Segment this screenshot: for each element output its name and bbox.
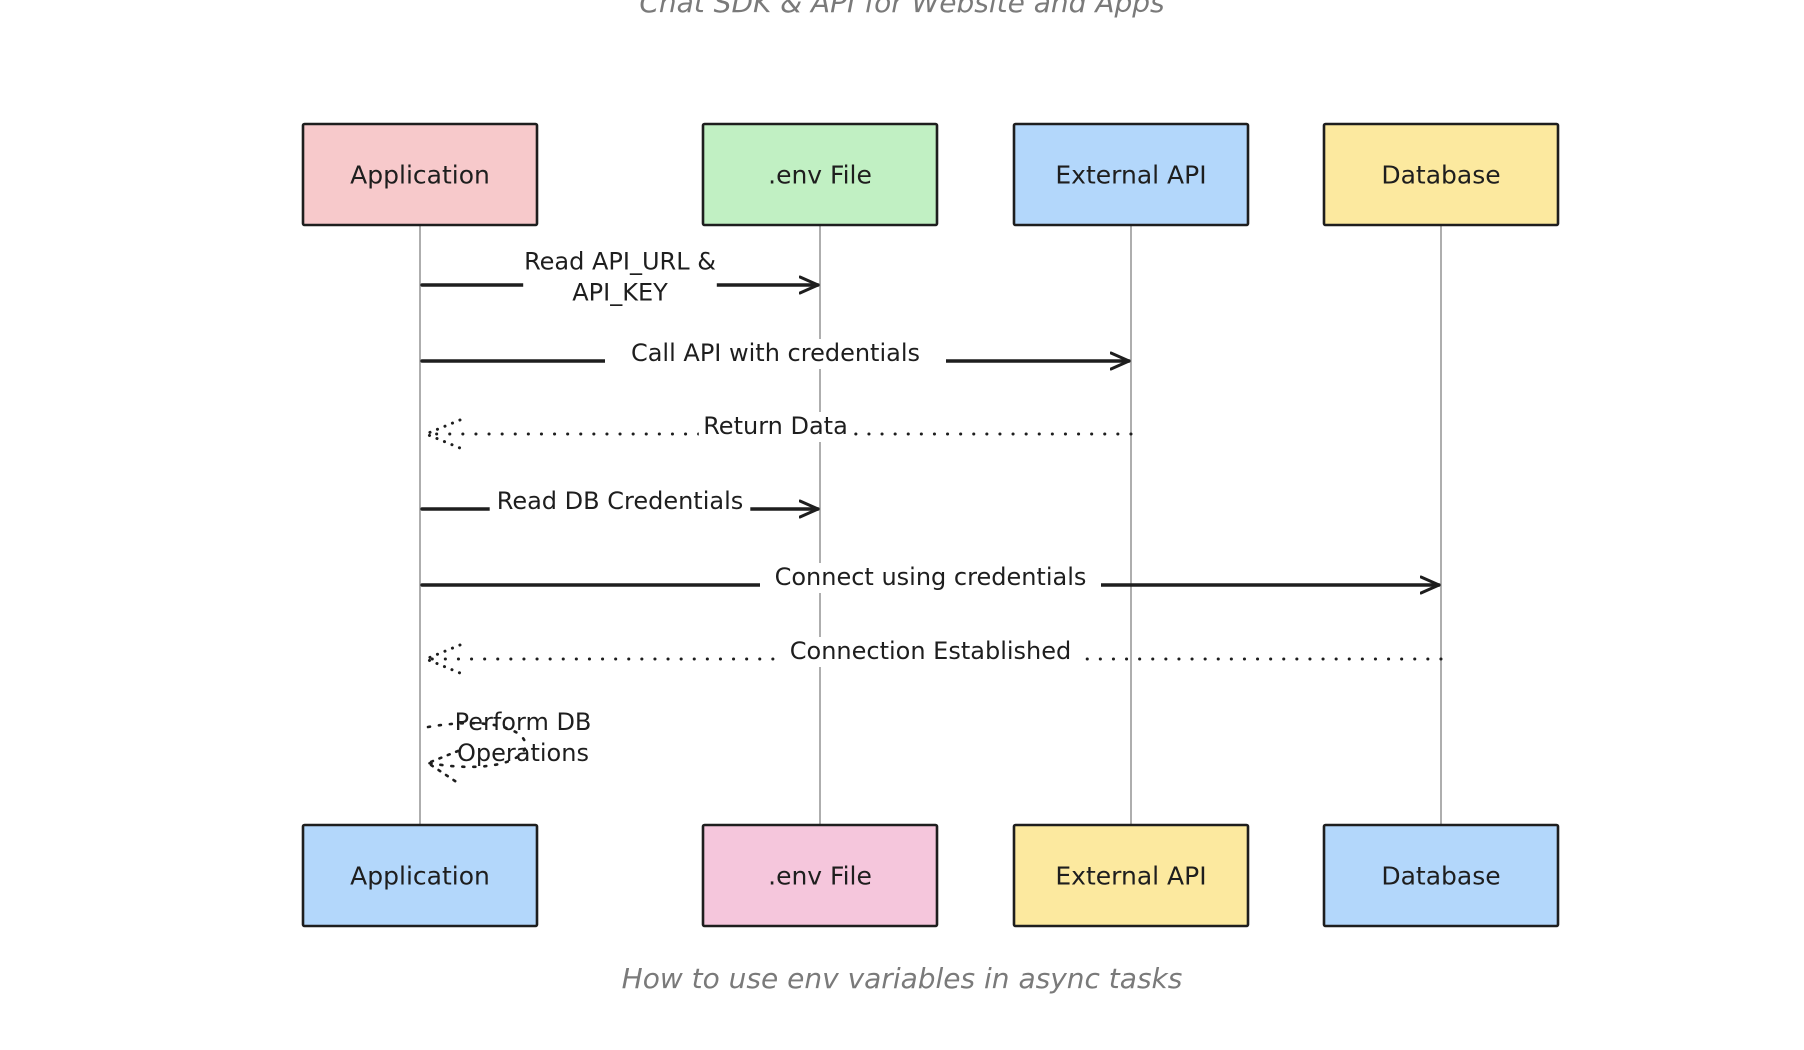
- message-5: Connect using credentials: [420, 563, 1441, 593]
- participant-label: External API: [1055, 161, 1206, 190]
- message-label-background: [780, 637, 1081, 667]
- participant-top-db: Database: [1322, 122, 1560, 227]
- participant-bottom-env: .env File: [701, 823, 939, 928]
- message-1: Read API_URL & API_KEY: [420, 247, 820, 309]
- participant-box: [301, 823, 539, 928]
- participant-label: Application: [350, 161, 490, 190]
- message-label-background: [605, 339, 946, 369]
- participant-label: Database: [1381, 161, 1500, 190]
- participant-label: .env File: [768, 862, 872, 891]
- participant-box: [301, 122, 539, 227]
- message-label: Perform DB: [455, 708, 592, 736]
- participant-top-app: Application: [301, 122, 539, 227]
- messages: Read API_URL & API_KEY Call API with crede…: [420, 247, 1443, 785]
- participant-box: [1322, 122, 1560, 227]
- self-message-loop: [426, 721, 527, 769]
- participant-label: Application: [350, 862, 490, 891]
- message-label: API_KEY: [572, 279, 668, 307]
- participant-top-env: .env File: [701, 122, 939, 227]
- return-arrowhead: [422, 418, 462, 450]
- message-label: Operations: [457, 739, 589, 767]
- message-3: Return Data: [422, 412, 1133, 450]
- message-label: Read DB Credentials: [497, 487, 744, 515]
- message-label: Connect using credentials: [775, 563, 1087, 591]
- message-label: Read API_URL &: [524, 248, 716, 276]
- message-label-background: [760, 563, 1101, 593]
- participant-label: External API: [1055, 862, 1206, 891]
- lifelines: [419, 225, 1442, 825]
- message-label-background: [489, 487, 751, 517]
- participant-box: [1322, 823, 1560, 928]
- participant-bottom-api: External API: [1012, 823, 1250, 928]
- message-label: Connection Established: [790, 637, 1072, 665]
- message-label: Return Data: [703, 412, 848, 440]
- participant-bottom-db: Database: [1322, 823, 1560, 928]
- message-7: Perform DB Operations: [425, 708, 592, 785]
- message-label-background: [523, 247, 717, 309]
- message-label-background: [698, 412, 853, 442]
- participants-bottom: Application .env File External API Database: [301, 823, 1560, 928]
- participant-top-api: External API: [1012, 122, 1250, 227]
- top-caption: Chat SDK & API for Website and Apps: [639, 0, 1165, 19]
- bottom-caption: How to use env variables in async tasks: [621, 962, 1183, 995]
- participant-bottom-app: Application: [301, 823, 539, 928]
- message-2: Call API with credentials: [420, 339, 1131, 369]
- participants-top: Application .env File External API Database: [301, 122, 1560, 227]
- participant-box: [1012, 823, 1250, 928]
- message-4: Read DB Credentials: [420, 487, 820, 517]
- message-6: Connection Established: [422, 637, 1443, 675]
- participant-label: .env File: [768, 161, 872, 190]
- message-label: Call API with credentials: [631, 339, 920, 367]
- participant-label: Database: [1381, 862, 1500, 891]
- self-message-arrowhead: [425, 749, 460, 785]
- participant-box: [701, 823, 939, 928]
- participant-box: [701, 122, 939, 227]
- participant-box: [1012, 122, 1250, 227]
